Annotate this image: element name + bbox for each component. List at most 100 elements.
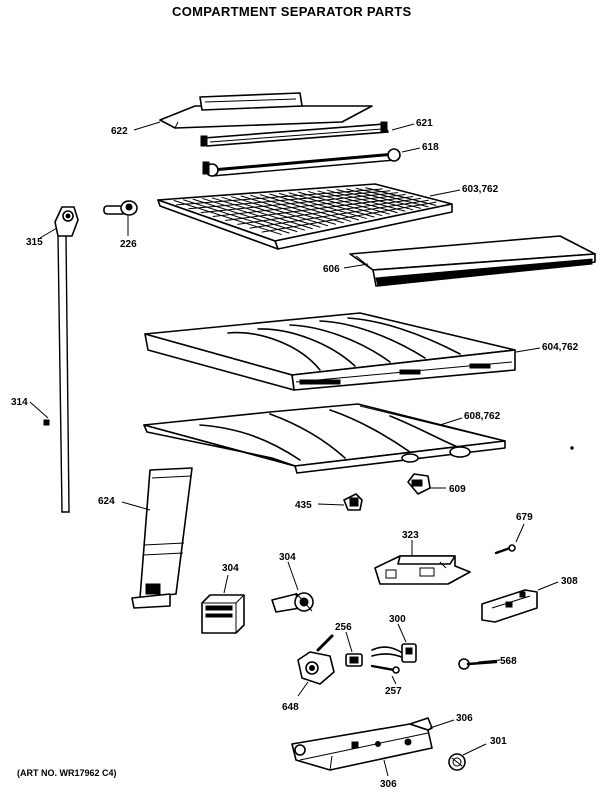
grid-line [261,201,437,233]
part-606-channel [349,235,596,287]
grid-line [259,194,352,222]
leader-304b [287,561,299,591]
part-648-motor [297,634,335,685]
label-314: 314 [11,397,28,408]
grid-line [365,187,437,206]
grid-line [200,192,399,214]
leader-679 [515,523,525,543]
label-306a: 306 [456,713,473,724]
label-308: 308 [561,576,578,587]
label-618: 618 [422,142,439,153]
part-256-connector [345,653,363,667]
grid-line [221,196,321,228]
part-226-knob [103,200,138,216]
leader-624 [121,501,151,511]
part-603-grid-tray [157,183,453,250]
grid-line [336,189,414,211]
part-300-switch [371,643,417,663]
grid-line [278,192,367,220]
label-256: 256 [335,622,352,633]
grid-line [173,199,282,236]
part-306-bracket [291,717,433,771]
part-304-thermostat [271,592,314,613]
grid-line [250,194,344,224]
label-304b: 304 [279,552,296,563]
leader-621 [391,123,415,131]
label-648: 648 [282,702,299,713]
leader-622 [133,121,161,131]
grid-line [346,188,421,209]
speck [570,446,574,450]
leader-256 [345,631,353,653]
label-300: 300 [389,614,406,625]
grid-line [317,190,398,214]
label-679: 679 [516,512,533,523]
leader-606 [343,263,369,269]
part-315-bracket [54,206,79,237]
leader-257 [391,675,397,685]
part-608-lower-separator [143,403,506,474]
leader-603 [429,189,461,197]
grid-line [176,188,383,206]
grid-line [237,197,422,225]
part-609-clip [407,473,431,495]
part-323-module [374,555,471,585]
part-308-plate [481,589,538,623]
label-604-762: 604,762 [542,342,579,353]
grid-line [188,190,391,210]
grid-line [225,195,414,221]
label-624: 624 [98,496,115,507]
label-306b: 306 [380,779,397,790]
grid-line [230,196,329,227]
leader-618 [401,147,421,153]
grid-line [183,199,290,234]
part-679-screw [494,544,516,555]
label-606: 606 [323,264,340,275]
part-301-knob [448,753,466,771]
leader-568 [477,659,501,663]
grid-line [288,192,375,218]
grid-line [326,189,406,212]
leader-306a [429,719,455,729]
leader-648 [297,681,309,697]
leader-604 [515,347,541,353]
grid-line [307,190,391,215]
part-568-screw [458,658,498,670]
art-number: (ART NO. WR17962 C4) [17,768,117,778]
label-257: 257 [385,686,402,697]
leader-306b [383,759,389,777]
label-226: 226 [120,239,137,250]
grid-line [355,187,429,208]
part-604-upper-separator [144,312,516,391]
part-618-rod [202,148,401,177]
leader-435 [317,503,345,506]
leader-608 [439,417,463,426]
label-608-762: 608,762 [464,411,501,422]
grid-line [202,197,306,231]
grid-line [211,197,313,230]
grid-line [240,195,336,225]
leader-304a [223,574,229,594]
part-624-panel [131,467,193,609]
grid-line [298,191,383,217]
label-301: 301 [490,736,507,747]
label-609: 609 [449,484,466,495]
leader-308 [537,581,559,591]
leader-314 [29,401,49,419]
part-435-damper [343,493,363,511]
part-304-block [201,594,245,634]
part-621-rail [200,121,389,147]
label-323: 323 [402,530,419,541]
grid-line [249,199,429,229]
label-315: 315 [26,237,43,248]
part-314-rod [43,235,70,513]
label-622: 622 [111,126,128,137]
grid-line [192,198,298,233]
diagram-title: COMPARTMENT SEPARATOR PARTS [172,4,411,19]
leader-315 [39,227,58,239]
leader-301 [462,743,487,756]
part-257-screw [370,664,400,674]
label-603-762: 603,762 [462,184,499,195]
label-568: 568 [500,656,517,667]
